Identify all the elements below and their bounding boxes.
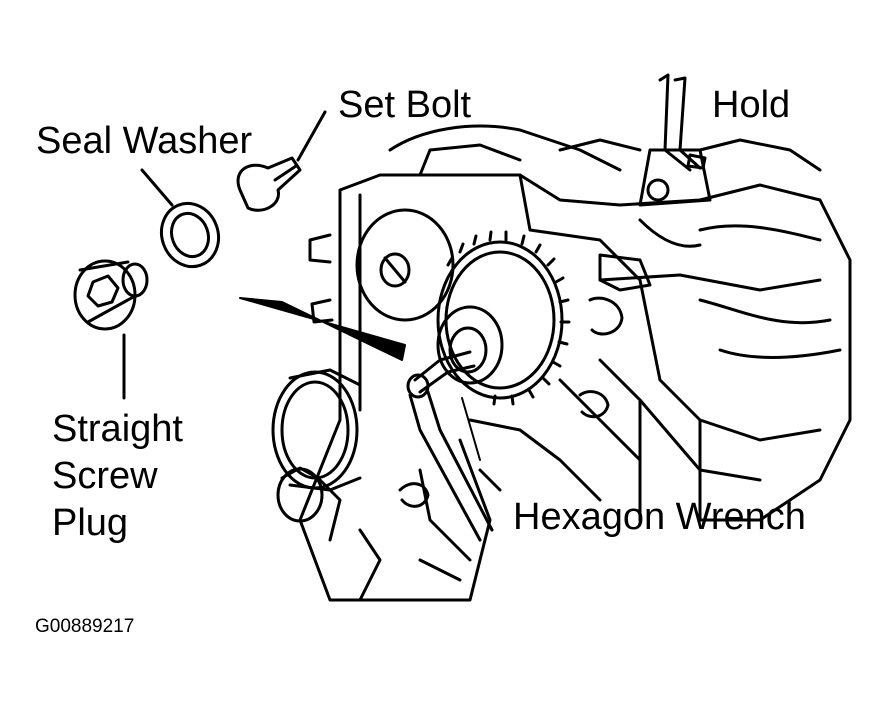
seal-washer-illustration xyxy=(160,201,220,269)
pointer-arrow xyxy=(239,297,406,361)
holding-wrench-illustration xyxy=(638,73,712,207)
crank-pulley-illustration xyxy=(271,368,362,523)
camshaft-gear-illustration xyxy=(355,208,571,406)
straight-screw-plug-label-line2: Screw xyxy=(52,455,158,497)
hold-label: Hold xyxy=(712,84,791,126)
figure-code: G00889217 xyxy=(35,616,135,637)
set-bolt-illustration xyxy=(236,156,302,212)
set-bolt-leader xyxy=(296,110,327,162)
straight-screw-plug-label-line3: Plug xyxy=(52,502,129,544)
seal-washer-leader xyxy=(140,168,174,207)
straight-screw-plug-label-line1: Straight xyxy=(52,408,183,450)
seal-washer-label: Seal Washer xyxy=(36,120,253,162)
engine-block-illustration xyxy=(298,124,852,602)
hexagon-wrench-illustration xyxy=(406,350,494,542)
set-bolt-label: Set Bolt xyxy=(338,84,472,126)
hexagon-wrench-label: Hexagon Wrench xyxy=(513,496,806,538)
straight-screw-plug-illustration xyxy=(73,259,149,331)
hexagon-wrench-leader xyxy=(461,397,481,461)
